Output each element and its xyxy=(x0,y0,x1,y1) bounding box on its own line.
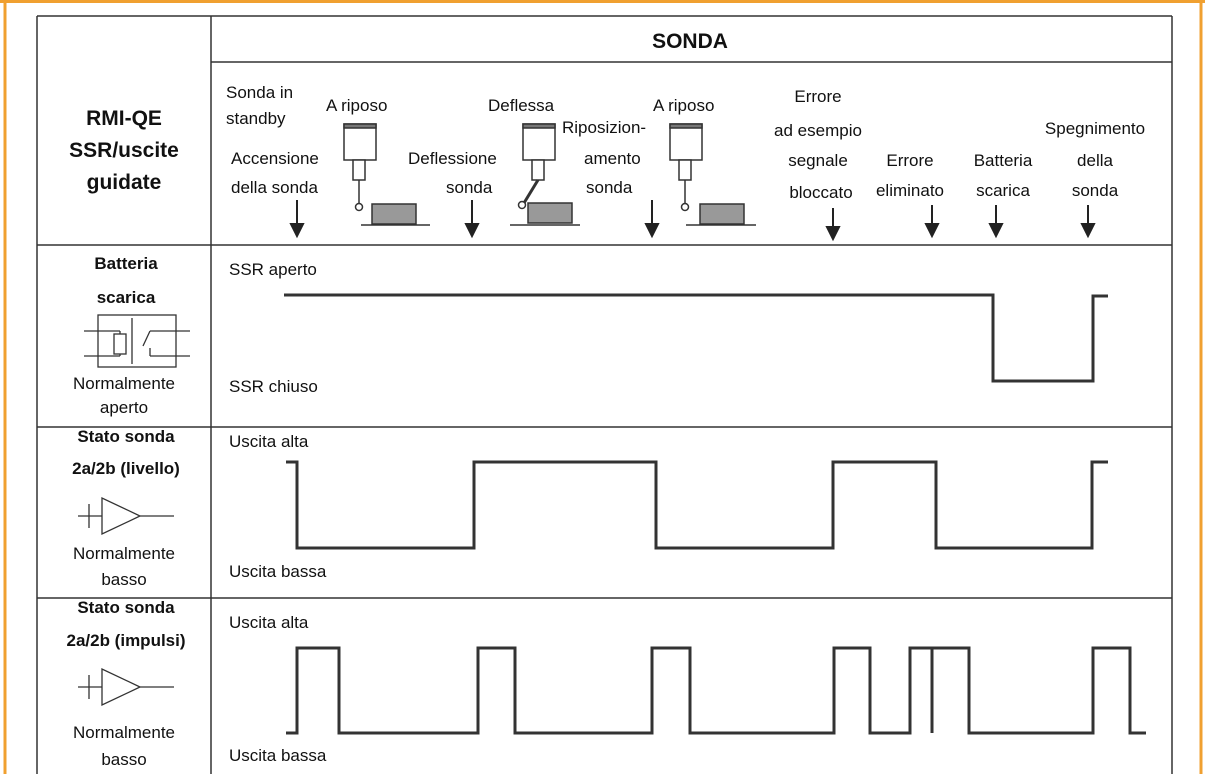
arrow-low-battery-icon xyxy=(988,205,1004,239)
probe-rest1-icon xyxy=(343,123,430,226)
event-error-3: segnale xyxy=(788,151,848,170)
event-power-on-1: Accensione xyxy=(231,149,319,168)
buffer-icon xyxy=(78,667,174,707)
event-error-cleared-1: Errore xyxy=(886,151,933,170)
row-pulse-label-1: Stato sonda xyxy=(77,598,175,617)
event-deflected: Deflessa xyxy=(488,96,555,115)
row-pulse-note-1: Normalmente xyxy=(73,723,175,742)
event-reposition-1: Riposizion- xyxy=(562,118,646,137)
pulse-low-label: Uscita bassa xyxy=(229,746,327,765)
arrow-error-cleared-icon xyxy=(924,205,940,239)
arrow-error-icon xyxy=(825,208,841,242)
row-pulse-note-2: basso xyxy=(101,750,146,769)
event-reposition-3: sonda xyxy=(586,178,633,197)
level-high-label: Uscita alta xyxy=(229,432,309,451)
row-level-label-2: 2a/2b (livello) xyxy=(72,459,180,478)
arrow-power-off-icon xyxy=(1080,205,1096,239)
row-battery-note-1: Normalmente xyxy=(73,374,175,393)
table-grid xyxy=(36,15,1173,774)
event-arrows xyxy=(289,200,1096,242)
header-title-line-2: SSR/uscite xyxy=(69,139,179,162)
event-power-on-2: della sonda xyxy=(231,178,319,197)
event-low-battery-1: Batteria xyxy=(974,151,1033,170)
buffer-icon xyxy=(78,496,174,536)
event-error-4: bloccato xyxy=(789,183,852,202)
header-title-line-1: RMI-QE xyxy=(86,107,162,130)
event-power-off-2: della xyxy=(1077,151,1113,170)
battery-waveform xyxy=(284,293,1108,383)
row-battery-label-1: Batteria xyxy=(94,254,158,273)
probe-deflected-icon xyxy=(510,123,580,226)
probe-rest2-icon xyxy=(669,123,756,226)
event-low-battery-2: scarica xyxy=(976,181,1030,200)
event-deflection-2: sonda xyxy=(446,178,493,197)
event-reposition-2: amento xyxy=(584,149,641,168)
header-title-line-3: guidate xyxy=(87,171,162,194)
event-power-off-3: sonda xyxy=(1072,181,1119,200)
ssr-open-label: SSR aperto xyxy=(229,260,317,279)
event-power-off-1: Spegnimento xyxy=(1045,119,1145,138)
row-level-note-2: basso xyxy=(101,570,146,589)
relay-icon xyxy=(84,314,190,368)
event-standby-2: standby xyxy=(226,109,286,128)
row-level-label-1: Stato sonda xyxy=(77,427,175,446)
row-battery-note-2: aperto xyxy=(100,398,148,417)
sonda-title: SONDA xyxy=(652,30,728,53)
arrow-power-on-icon xyxy=(289,200,305,239)
event-error-2: ad esempio xyxy=(774,121,862,140)
event-error-1: Errore xyxy=(794,87,841,106)
level-low-label: Uscita bassa xyxy=(229,562,327,581)
row-pulse-label-2: 2a/2b (impulsi) xyxy=(66,631,185,650)
event-rest1: A riposo xyxy=(326,96,387,115)
pulse-waveform xyxy=(286,646,1146,735)
ssr-closed-label: SSR chiuso xyxy=(229,377,318,396)
pulse-high-label: Uscita alta xyxy=(229,613,309,632)
level-waveform xyxy=(286,460,1108,550)
event-deflection-1: Deflessione xyxy=(408,149,497,168)
event-error-cleared-2: eliminato xyxy=(876,181,944,200)
event-labels: Sonda in standby Accensione della sonda … xyxy=(226,83,1145,202)
arrow-deflection-icon xyxy=(464,200,480,239)
row-battery-label-2: scarica xyxy=(97,288,156,307)
row-level-note-1: Normalmente xyxy=(73,544,175,563)
event-rest2: A riposo xyxy=(653,96,714,115)
event-standby-1: Sonda in xyxy=(226,83,293,102)
arrow-reposition-icon xyxy=(644,200,660,239)
